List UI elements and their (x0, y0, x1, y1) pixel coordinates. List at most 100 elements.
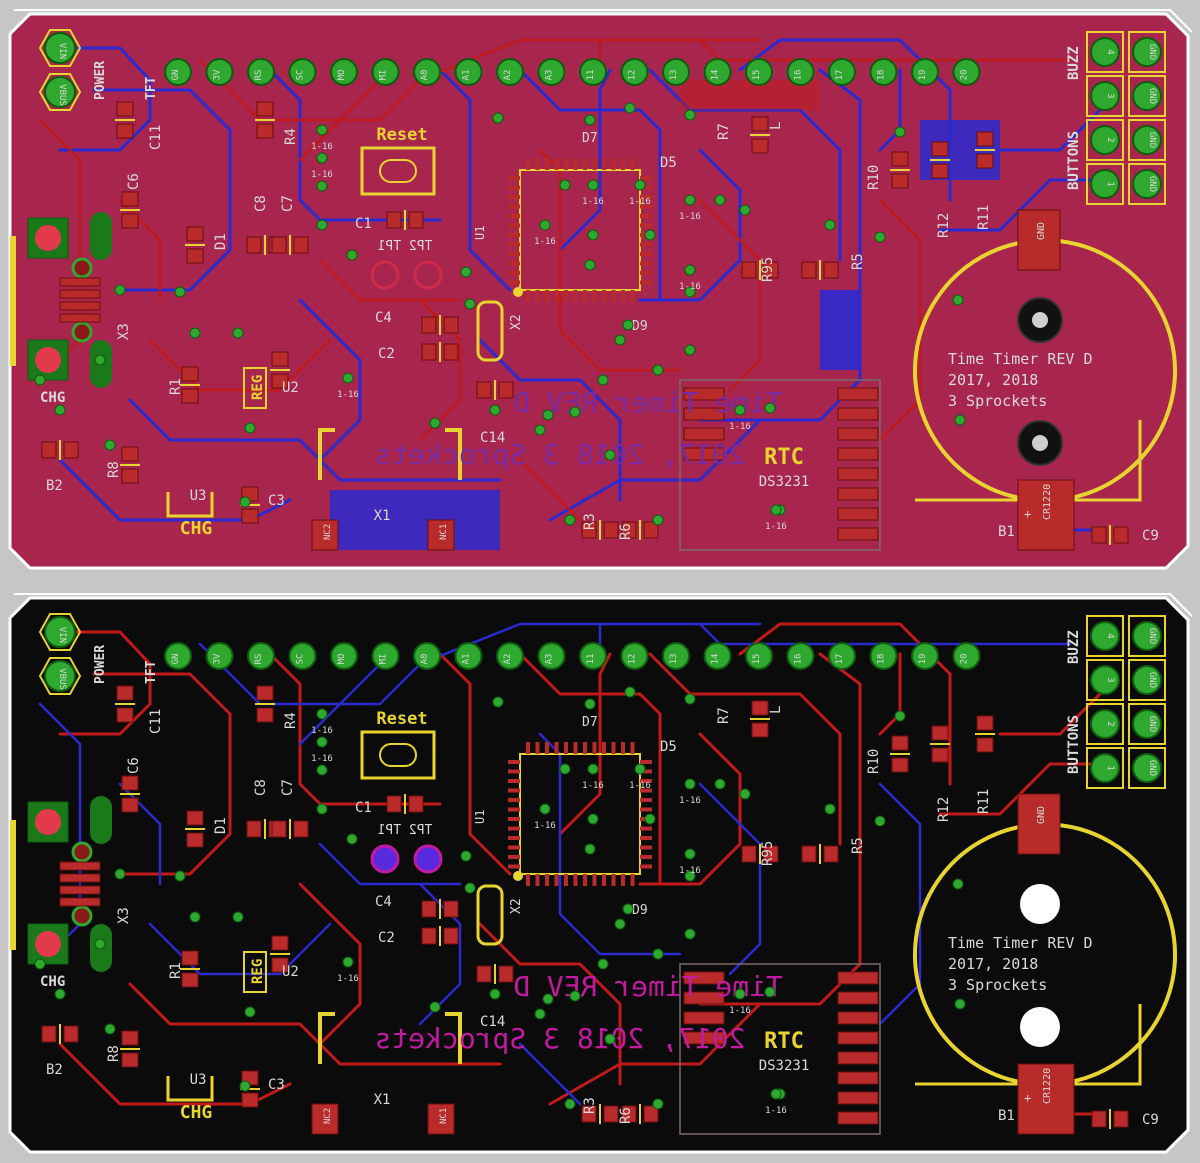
gpio-pin-label: MO (337, 654, 347, 665)
gpio-pin (828, 58, 856, 86)
usb-pin-pad (59, 897, 101, 907)
mcu-pin (621, 158, 625, 170)
via (684, 286, 696, 298)
mount-hole (1020, 884, 1060, 924)
trace (538, 148, 682, 372)
header-pin (44, 76, 76, 108)
rtc-pin-left (683, 447, 725, 461)
via (739, 204, 751, 216)
via (587, 763, 599, 775)
part-label-l: L (768, 122, 784, 130)
battery-holder-tab (915, 420, 1142, 502)
via (770, 504, 782, 516)
pour-patch (330, 490, 500, 550)
button-header-outline (1128, 119, 1166, 161)
button-header-label: GND (1147, 132, 1157, 148)
mcu-pin (621, 874, 625, 886)
part-c1-pad-a (386, 211, 402, 229)
buttons-label: BUTTONS (1066, 715, 1082, 774)
usb-edge-silk (10, 236, 16, 366)
part-label-d1: D1 (213, 817, 229, 834)
part-c11-pad-a (116, 101, 134, 117)
gpio-pin-label: GN (171, 654, 181, 665)
gpio-pin (413, 58, 441, 86)
mcu-pin (508, 242, 520, 247)
via (652, 364, 664, 376)
part-b2-pad-a (41, 441, 57, 459)
part-label-b1: B1 (998, 524, 1015, 540)
mcu-pin (611, 158, 616, 170)
via (874, 231, 886, 243)
via (622, 903, 634, 915)
button-header-pin (1132, 125, 1162, 155)
mcu-pin (508, 214, 520, 218)
trace (538, 732, 682, 956)
part-r7-pad-b (751, 722, 769, 738)
gpio-pin-label: A0 (420, 654, 430, 665)
part-d1-pad-b (186, 832, 204, 848)
gpio-pin-label: A3 (545, 70, 555, 81)
mcu-pin (508, 817, 520, 821)
part-label-c3: C3 (268, 493, 285, 509)
via (342, 372, 354, 384)
trace (318, 258, 462, 302)
mcu-pin (526, 290, 530, 302)
usb-pin-pad (59, 873, 101, 883)
mcu-pin (508, 788, 520, 793)
via-label: 1-16 (337, 974, 359, 984)
gpio-pin (952, 58, 981, 86)
usb-pin-pad (59, 861, 101, 871)
gpio-pin (371, 58, 400, 86)
trace (518, 68, 662, 302)
part-label-d1: D1 (213, 233, 229, 250)
rtc-pin-left (683, 971, 725, 985)
header-outline (38, 657, 82, 695)
usb-pin-pad (59, 885, 101, 895)
gpio-pin (786, 58, 815, 86)
nc2-pad (311, 519, 339, 551)
rtc-pin-right (837, 487, 879, 501)
gpio-pin (371, 642, 400, 670)
part-c1-pad-a (386, 795, 402, 813)
mcu-pin (640, 242, 652, 247)
via (489, 988, 501, 1000)
gpio-pin (288, 58, 317, 86)
mcu-pin (611, 874, 616, 886)
via (634, 179, 646, 191)
reset-label: Reset (376, 709, 427, 729)
part-r8-pad-b (121, 468, 139, 484)
mcu-pin (545, 158, 549, 170)
rtc-pin-right (837, 1091, 879, 1105)
mcu-pin (640, 252, 652, 256)
rtc-label: RTC (764, 1029, 804, 1054)
nc2-label: NC2 (323, 524, 333, 540)
rtc-pin-left (683, 407, 725, 421)
part-c11-pad-b (116, 707, 134, 723)
gpio-pin (579, 58, 607, 86)
gpio-pin-label: 12 (628, 70, 638, 81)
via (614, 334, 626, 346)
mcu-pin (640, 836, 652, 840)
part-d1-pad-b (186, 248, 204, 264)
silk-text-line: 2017, 2018 (948, 371, 1038, 389)
usb-anchor (90, 796, 112, 844)
via (464, 298, 476, 310)
via (489, 404, 501, 416)
battery-plus-mark: + (1024, 1091, 1031, 1105)
part-label-l: L (768, 706, 784, 714)
mcu-pin (640, 185, 652, 190)
via (684, 778, 696, 790)
part-label-d9: D9 (632, 319, 648, 334)
button-header-label: GND (1147, 88, 1157, 104)
part-c11-pad-b (116, 123, 134, 139)
x1-clip (318, 428, 462, 480)
part-r10-pad-b (891, 173, 909, 189)
tp2 (413, 260, 443, 290)
tft-label: TFT (144, 76, 159, 100)
reset-button-actuator (379, 159, 417, 183)
part-c2-pad-a (421, 343, 437, 361)
rtc-pin-right (837, 467, 879, 481)
part-r4-pad-a (256, 101, 274, 117)
part-label-r6: R6 (618, 1107, 634, 1124)
